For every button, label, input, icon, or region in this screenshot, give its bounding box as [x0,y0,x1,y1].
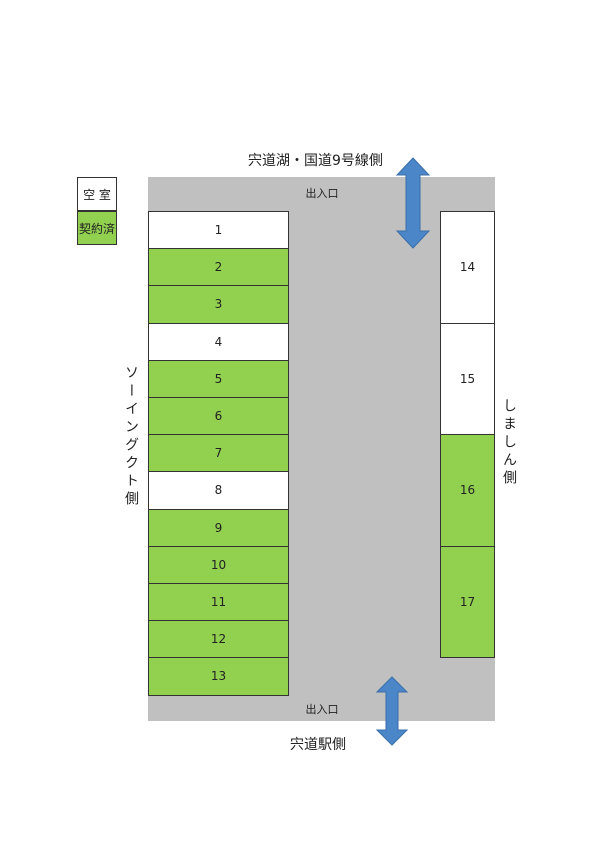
parking-spot-number: 8 [214,483,223,498]
parking-spot-number: 11 [210,595,227,610]
parking-spot: 2 [148,248,289,287]
parking-spot-number: 4 [214,334,223,349]
parking-spot: 14 [440,211,495,324]
parking-spot-number: 16 [459,483,476,498]
legend-vacant-label: 空 室 [83,187,111,202]
east-side-label: しましん側 [501,398,517,488]
parking-spot-number: 14 [459,260,476,275]
parking-spot: 9 [148,508,289,547]
parking-spot-number: 15 [459,371,476,386]
parking-spot-number: 5 [214,371,223,386]
parking-spot: 4 [148,322,289,361]
parking-spot-number: 6 [214,409,223,424]
parking-spot-number: 17 [459,594,476,609]
parking-spot-number: 13 [210,669,227,684]
parking-spot: 3 [148,285,289,324]
parking-spot: 11 [148,583,289,622]
parking-spot: 5 [148,359,289,398]
entrance-bottom-label: 出入口 [305,703,339,716]
parking-spot: 10 [148,545,289,584]
parking-spot-number: 12 [210,632,227,647]
parking-spot: 8 [148,471,289,510]
parking-spot-number: 9 [214,520,223,535]
parking-spot: 15 [440,322,495,435]
entrance-top-label: 出入口 [305,187,339,200]
top-entrance-arrow-icon [395,157,431,249]
legend-contracted-label: 契約済 [78,221,115,236]
west-side-label: ソーイングクト側 [123,365,139,509]
parking-spot: 6 [148,397,289,436]
legend-vacant: 空 室 [77,177,117,211]
parking-spot-number: 7 [214,446,223,461]
legend-contracted: 契約済 [77,211,117,245]
parking-spot: 12 [148,620,289,659]
parking-spot: 16 [440,434,495,547]
parking-spot-number: 10 [210,557,227,572]
parking-spot: 17 [440,545,495,658]
parking-spot-number: 2 [214,260,223,275]
bottom-entrance-arrow-icon [375,676,409,746]
north-side-label: 宍道湖・国道9号線側 [248,153,383,169]
parking-spot-number: 1 [214,223,223,238]
parking-spot: 1 [148,211,289,250]
south-side-label: 宍道駅側 [290,737,346,753]
parking-spot: 7 [148,434,289,473]
parking-spot: 13 [148,657,289,696]
parking-spot-number: 3 [214,297,223,312]
